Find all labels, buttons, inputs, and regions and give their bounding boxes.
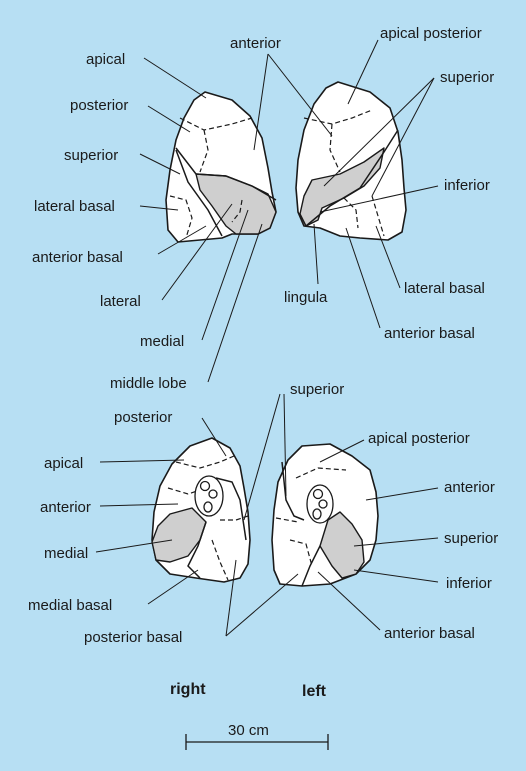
label-apical-posterior-lower: apical posterior <box>368 430 470 447</box>
right-artery-circle <box>209 490 217 498</box>
label-medial: medial <box>140 333 184 350</box>
label-posterior: posterior <box>70 97 128 114</box>
label-anterior-lower-left: anterior <box>40 499 91 516</box>
left-lung-lateral-view <box>296 82 406 240</box>
label-apical-posterior: apical posterior <box>380 25 482 42</box>
label-inferior: inferior <box>444 177 490 194</box>
label-anterior-basal-right-col: anterior basal <box>384 325 475 342</box>
label-lateral-basal-left-col: lateral basal <box>34 198 115 215</box>
leader-anterior-basal-right <box>346 228 380 328</box>
label-anterior-lower-right: anterior <box>444 479 495 496</box>
leader-anterior-basal-lower <box>318 572 380 630</box>
leader-lingula <box>314 224 318 284</box>
left-lung-medial-view <box>272 444 378 586</box>
label-anterior-basal-left-col: anterior basal <box>32 249 123 266</box>
label-superior-lower: superior <box>290 381 344 398</box>
label-apical-lower: apical <box>44 455 83 472</box>
label-lateral: lateral <box>100 293 141 310</box>
label-anterior-basal-lower: anterior basal <box>384 625 475 642</box>
label-medial-basal: medial basal <box>28 597 112 614</box>
scale-bar: 30 cm <box>186 722 328 750</box>
left-bronchus-circle <box>314 490 323 499</box>
scale-bar-label: 30 cm <box>228 722 269 739</box>
label-apical: apical <box>86 51 125 68</box>
label-superior-lower-right: superior <box>444 530 498 547</box>
label-lateral-basal-right-col: lateral basal <box>404 280 485 297</box>
right-hilum <box>195 476 223 516</box>
side-label-right: right <box>170 681 206 698</box>
left-hilum <box>307 485 333 523</box>
leader-inferior-lower <box>354 570 438 582</box>
leader-apical <box>144 58 206 98</box>
lower-labels: superior posterior apical posterior apic… <box>28 381 498 646</box>
right-bronchus-circle <box>201 482 210 491</box>
label-posterior-lower: posterior <box>114 409 172 426</box>
label-inferior-lower: inferior <box>446 575 492 592</box>
leader-apical-lower <box>100 460 184 462</box>
label-medial-lower: medial <box>44 545 88 562</box>
side-label-left: left <box>302 683 327 700</box>
label-middle-lobe: middle lobe <box>110 375 187 392</box>
label-superior-right-col: superior <box>440 69 494 86</box>
label-lingula: lingula <box>284 289 328 306</box>
leader-posterior-basal-2 <box>226 574 298 636</box>
label-superior-left-col: superior <box>64 147 118 164</box>
left-vein-circle <box>313 509 321 519</box>
right-vein-circle <box>204 502 212 512</box>
label-posterior-basal: posterior basal <box>84 629 182 646</box>
left-artery-circle <box>319 500 327 508</box>
right-lung-medial-view <box>152 438 250 582</box>
label-anterior: anterior <box>230 35 281 52</box>
